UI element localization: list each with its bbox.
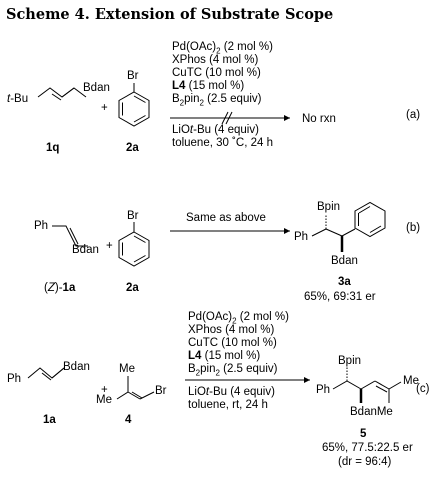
condition-c-solvent: toluene, rt, 24 h [188, 399, 268, 411]
substrate-4-br: Br [155, 385, 167, 397]
product-3a-ph: Ph [294, 231, 309, 243]
substrate-1a-ph-c: Ph [7, 373, 22, 385]
yield-5: 65%, 77.5:22.5 er [322, 442, 413, 454]
substrate-2a-br-b: Br [127, 210, 139, 222]
label-z-1a: (Z)-1a [44, 282, 76, 294]
substrate-1q-double-bond [51, 93, 62, 101]
condition-b2pin2: B2pin2 (2.5 equiv) [172, 93, 262, 108]
product-5-ph: Ph [316, 384, 331, 396]
product-3a-phenyl-ring [354, 201, 386, 238]
label-1a: 1a [43, 414, 56, 426]
condition-c-xphos: XPhos (4 mol %) [188, 324, 275, 336]
substrate-1a-bdan-c: Bdan [63, 361, 90, 373]
condition-same: Same as above [186, 212, 266, 224]
benzene-2a-ring [118, 91, 150, 127]
result-no-rxn: No rxn [302, 113, 336, 125]
product-5-me: Me [403, 375, 419, 387]
product-5-bpin: Bpin [338, 355, 362, 367]
condition-base: LiOt-Bu (4 equiv) [172, 124, 259, 136]
condition-cutc: CuTC (10 mol %) [172, 67, 261, 79]
substrate-1a-bdan: Bdan [72, 244, 99, 256]
benzene-2a-ring-b [118, 231, 150, 267]
condition-c-l4: L4 (15 mol %) [188, 350, 261, 362]
substrate-1q-tbu: t-Bu [7, 93, 29, 105]
substrate-2a-br: Br [127, 70, 139, 82]
condition-solvent: toluene, 30 ˚C, 24 h [172, 137, 274, 149]
condition-c-base: LiOt-Bu (4 equiv) [188, 386, 275, 398]
yield-3a: 65%, 69:31 er [304, 291, 376, 303]
arrow-a-slash-2 [225, 111, 233, 125]
substrate-1a-ph: Ph [34, 220, 49, 232]
product-5-bdanme: BdanMe [350, 406, 393, 418]
condition-l4: L4 (15 mol %) [172, 80, 245, 92]
label-4: 4 [125, 414, 132, 426]
label-1q: 1q [46, 142, 60, 154]
substrate-1q-bond-2 [61, 87, 87, 98]
condition-xphos: XPhos (4 mol %) [172, 54, 259, 66]
plus-sign: + [101, 102, 108, 114]
label-2a-b: 2a [126, 282, 139, 294]
label-3a: 3a [338, 276, 351, 288]
scheme-title: Scheme 4. Extension of Substrate Scope [6, 6, 334, 23]
label-5: 5 [360, 428, 367, 440]
dr-5: (dr = 96:4) [338, 456, 392, 468]
condition-c-b2pin2: B2pin2 (2.5 equiv) [188, 363, 278, 378]
tag-b: (b) [406, 222, 421, 234]
condition-c-cutc: CuTC (10 mol %) [188, 337, 277, 349]
arrow-a-slash-1 [221, 111, 229, 125]
product-3a-bpin: Bpin [317, 201, 341, 213]
condition-pd: Pd(OAc)2 (2 mol %) [172, 41, 273, 56]
tag-a: (a) [406, 109, 421, 121]
plus-sign-c: + [101, 384, 108, 396]
label-2a: 2a [126, 142, 139, 154]
substrate-4-me-top: Me [119, 363, 135, 375]
condition-c-pd: Pd(OAc)2 (2 mol %) [188, 311, 289, 326]
product-3a-bdan: Bdan [331, 255, 358, 267]
substrate-4-me-left: Me [96, 394, 112, 406]
substrate-1a-z-bond [52, 225, 88, 247]
plus-sign-b: + [106, 240, 113, 252]
tag-c: (c) [416, 383, 430, 395]
substrate-1q-bdan: Bdan [83, 82, 110, 94]
